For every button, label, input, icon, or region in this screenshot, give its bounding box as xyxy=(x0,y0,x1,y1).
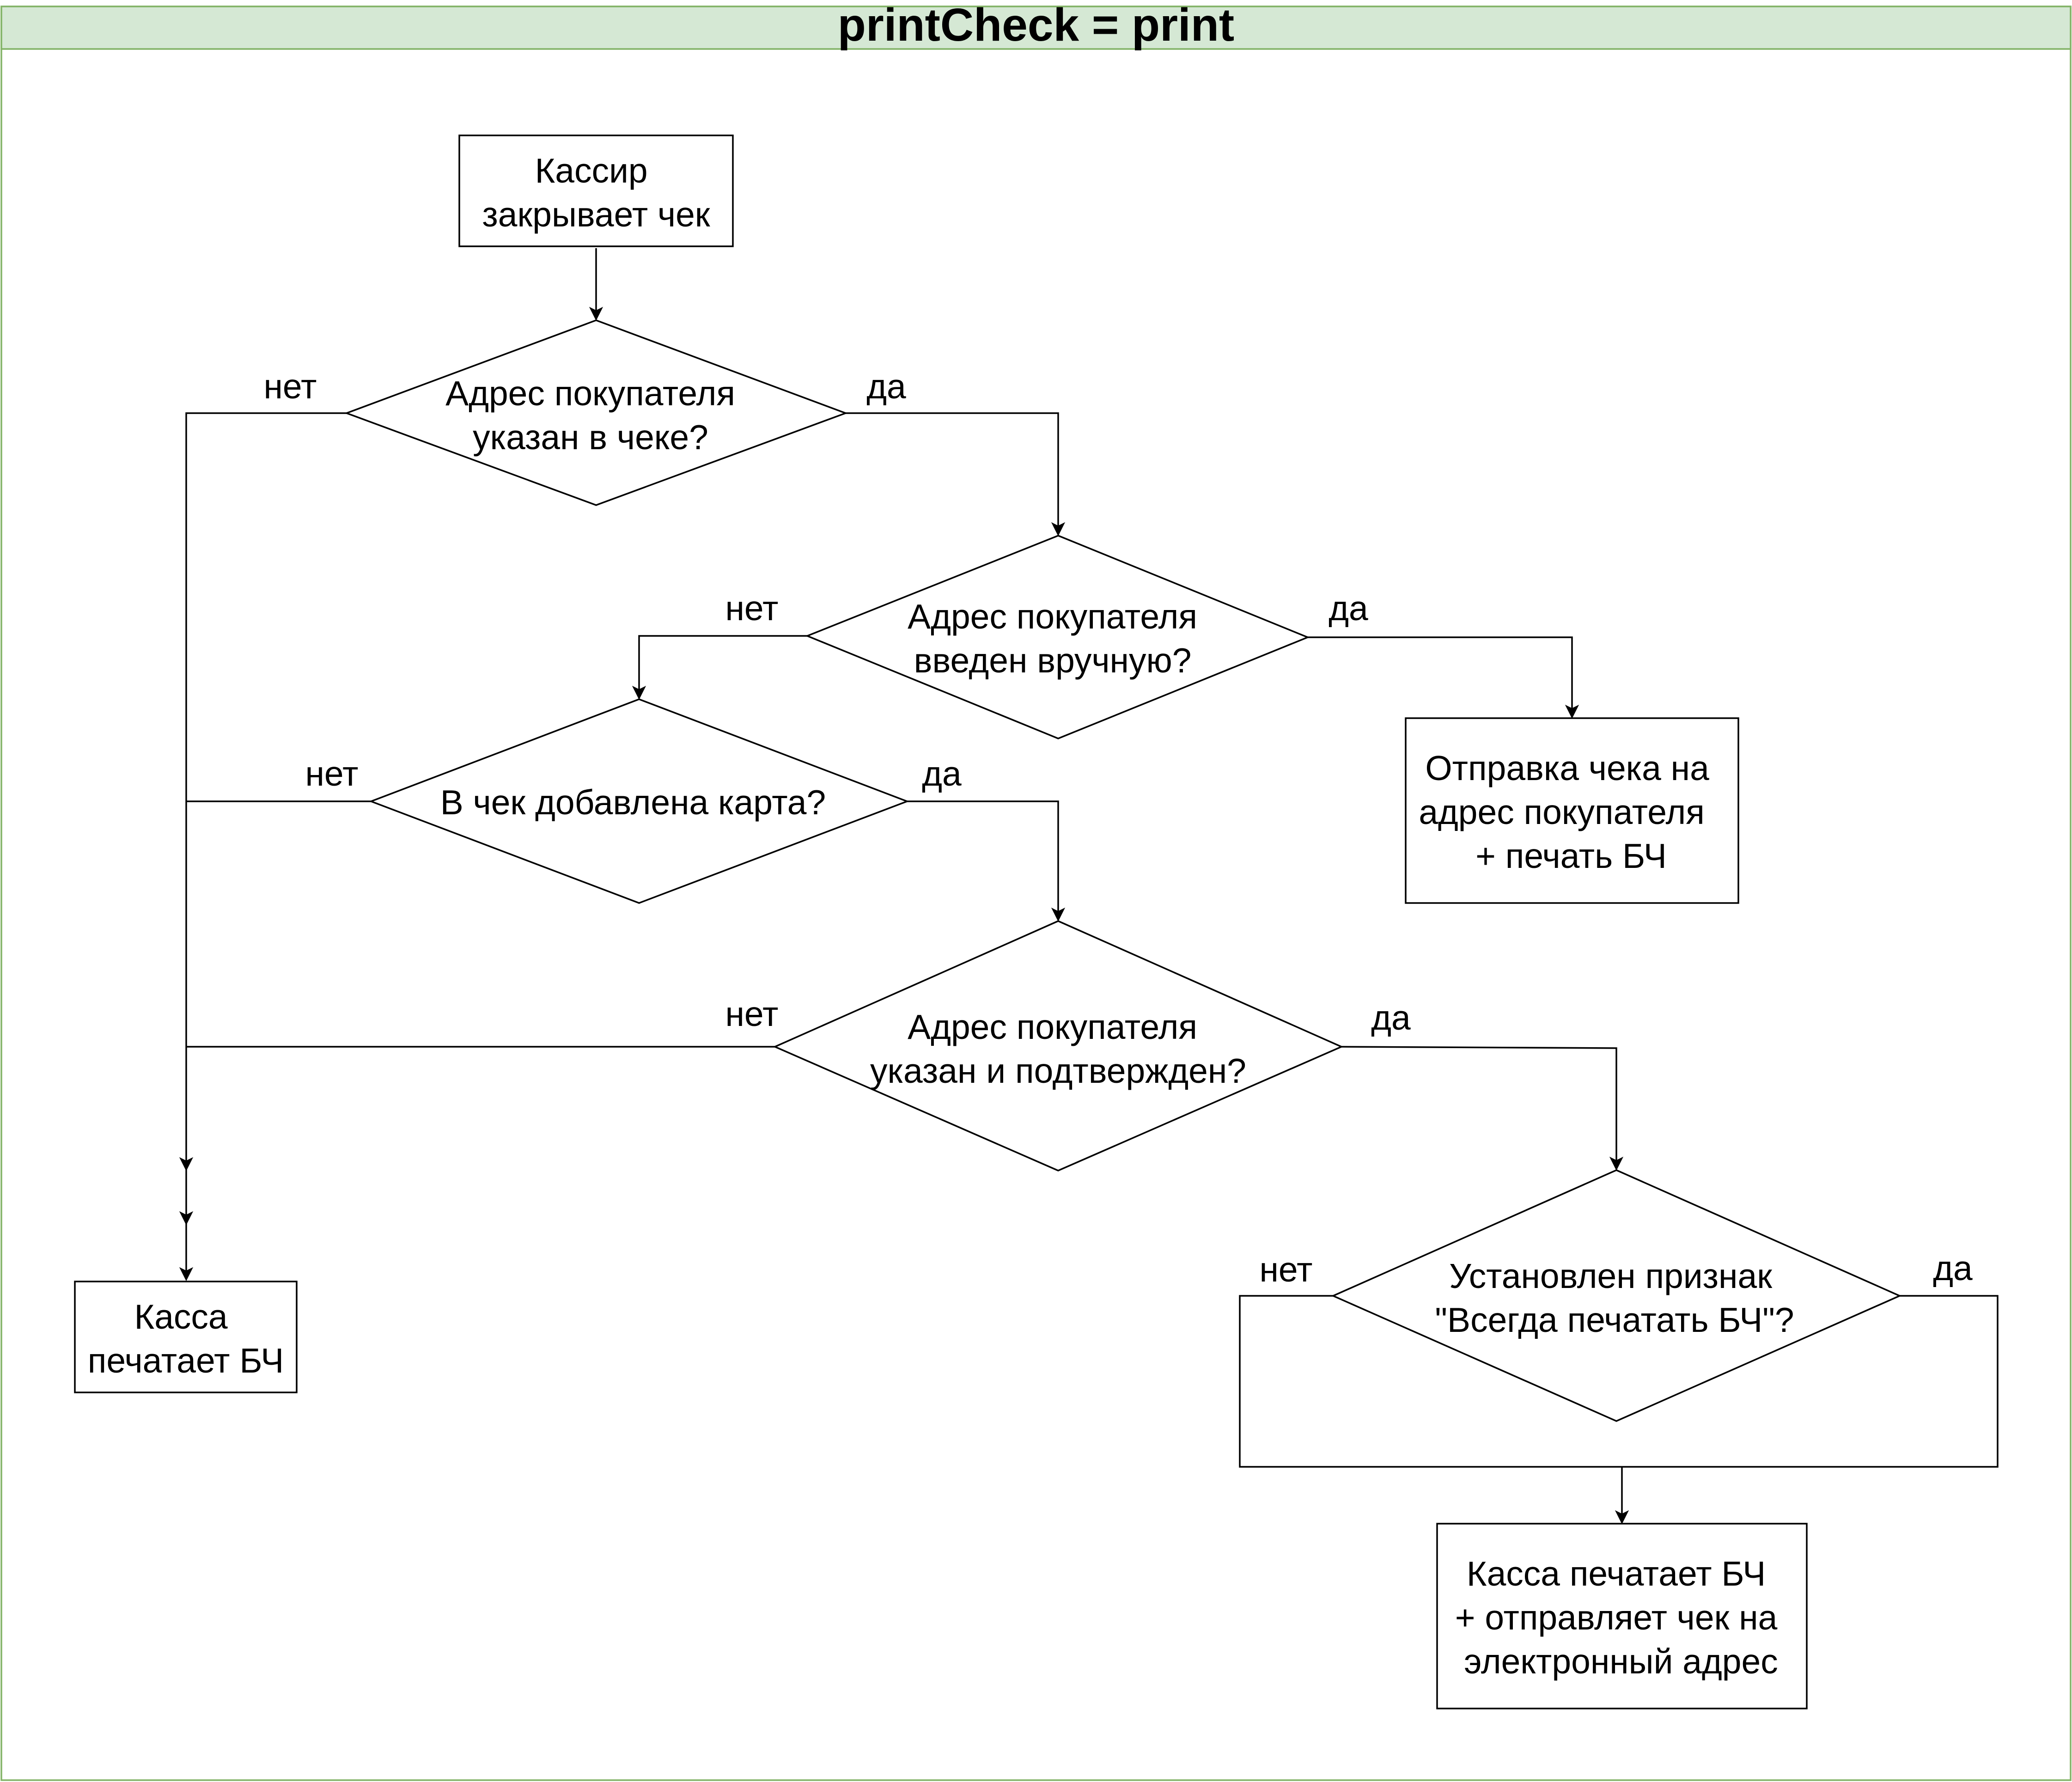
node-text: Кассир закрывает чек xyxy=(482,151,710,234)
edge-d1-yes xyxy=(846,412,1059,529)
edge-d4-yes xyxy=(1341,1046,1617,1163)
decision-d3: В чек добавлена карта? xyxy=(369,698,909,904)
edge-d5-no xyxy=(1239,1295,1622,1468)
edge-d3-yes xyxy=(907,800,1059,914)
node-line: "Всегда печатать БЧ"? xyxy=(1435,1300,1794,1339)
node-text: В чек добавлена карта? xyxy=(440,783,826,822)
decision-diamond xyxy=(369,698,909,904)
edge-label-d3-no: нет xyxy=(305,754,359,793)
process-box xyxy=(1436,1523,1808,1709)
edge-d5-yes xyxy=(1622,1295,1999,1468)
process-box xyxy=(1405,717,1739,904)
node-line: Адрес покупателя xyxy=(908,1007,1197,1046)
edge-label-d4-yes: да xyxy=(1371,998,1411,1037)
decision-diamond xyxy=(773,920,1344,1172)
node-text: Адрес покупателя введен вручную? xyxy=(908,597,1207,680)
node-line: Кассир xyxy=(535,151,648,190)
edge-labels: нет да нет да нет да нет да нет да xyxy=(264,367,1973,1289)
edge-d2-yes xyxy=(1308,636,1573,711)
node-line: указан в чеке? xyxy=(473,418,708,457)
decision-d5: Установлен признак "Всегда печатать БЧ"? xyxy=(1331,1169,1902,1422)
node-line: Касса печатает БЧ xyxy=(1467,1554,1766,1593)
decision-d4: Адрес покупателя указан и подтвержден? xyxy=(773,920,1344,1172)
decision-d1: Адрес покупателя указан в чеке? xyxy=(344,319,848,506)
arrowhead-d5 xyxy=(1609,1156,1624,1171)
diagram-frame xyxy=(0,6,2072,1781)
node-line: печатает БЧ xyxy=(88,1341,284,1380)
node-start: Кассир закрывает чек xyxy=(458,134,734,247)
edges xyxy=(179,248,1999,1525)
title-bar xyxy=(0,6,2072,50)
node-line: введен вручную? xyxy=(914,641,1192,680)
edge-d2-no xyxy=(638,635,807,692)
decision-d2: Адрес покупателя введен вручную? xyxy=(805,535,1310,739)
node-send: Отправка чека на адрес покупателя + печа… xyxy=(1405,717,1739,904)
node-line: Адрес покупателя xyxy=(445,374,735,413)
arrowhead-d2 xyxy=(1051,522,1066,537)
node-line: Отправка чека на xyxy=(1425,749,1709,787)
node-line: + отправляет чек на xyxy=(1455,1598,1778,1637)
arrowhead-print-upper xyxy=(179,1157,194,1172)
process-box xyxy=(74,1281,298,1393)
arrowhead-print-send xyxy=(1615,1510,1629,1525)
arrowhead-print-mid xyxy=(179,1211,194,1226)
node-text: Касса печатает БЧ + отправляет чек на эл… xyxy=(1455,1554,1787,1681)
node-line: Адрес покупателя xyxy=(908,597,1197,636)
node-text: Установлен признак "Всегда печатать БЧ"? xyxy=(1435,1257,1794,1339)
edge-label-d5-no: нет xyxy=(1260,1250,1313,1289)
node-text: Адрес покупателя указан в чеке? xyxy=(445,374,745,457)
decision-diamond xyxy=(344,319,848,506)
node-line: электронный адрес xyxy=(1464,1642,1778,1681)
edge-label-d4-no: нет xyxy=(725,995,779,1033)
node-print: Касса печатает БЧ xyxy=(74,1281,298,1393)
edge-label-d2-yes: да xyxy=(1329,589,1368,628)
process-box xyxy=(458,134,734,247)
node-line: + печать БЧ xyxy=(1475,836,1667,875)
arrowhead-d3 xyxy=(632,685,646,700)
decision-diamond xyxy=(1331,1169,1902,1422)
arrowhead-send xyxy=(1565,704,1579,719)
node-line: В чек добавлена карта? xyxy=(440,783,826,822)
edge-label-d2-no: нет xyxy=(725,589,779,628)
node-print-send: Касса печатает БЧ + отправляет чек на эл… xyxy=(1436,1523,1808,1709)
arrowhead-d4 xyxy=(1051,907,1066,922)
node-text: Отправка чека на адрес покупателя + печа… xyxy=(1419,749,1719,875)
node-text: Касса печатает БЧ xyxy=(88,1297,284,1380)
node-line: закрывает чек xyxy=(482,195,710,234)
node-line: Касса xyxy=(134,1297,228,1336)
edge-label-d1-yes: да xyxy=(866,367,906,406)
edge-label-d1-no: нет xyxy=(264,367,317,406)
diagram-title: printCheck = print xyxy=(838,0,1234,51)
edge-label-d5-yes: да xyxy=(1933,1249,1973,1288)
node-line: указан и подтвержден? xyxy=(870,1051,1246,1090)
node-line: адрес покупателя xyxy=(1419,793,1705,831)
arrowhead-d1 xyxy=(589,306,603,321)
edge-label-d3-yes: да xyxy=(922,754,962,793)
node-text: Адрес покупателя указан и подтвержден? xyxy=(870,1007,1246,1090)
node-line: Установлен признак xyxy=(1449,1257,1773,1295)
decision-diamond xyxy=(805,535,1310,739)
edge-d1-no xyxy=(185,412,347,1274)
arrowhead-print xyxy=(179,1267,194,1282)
